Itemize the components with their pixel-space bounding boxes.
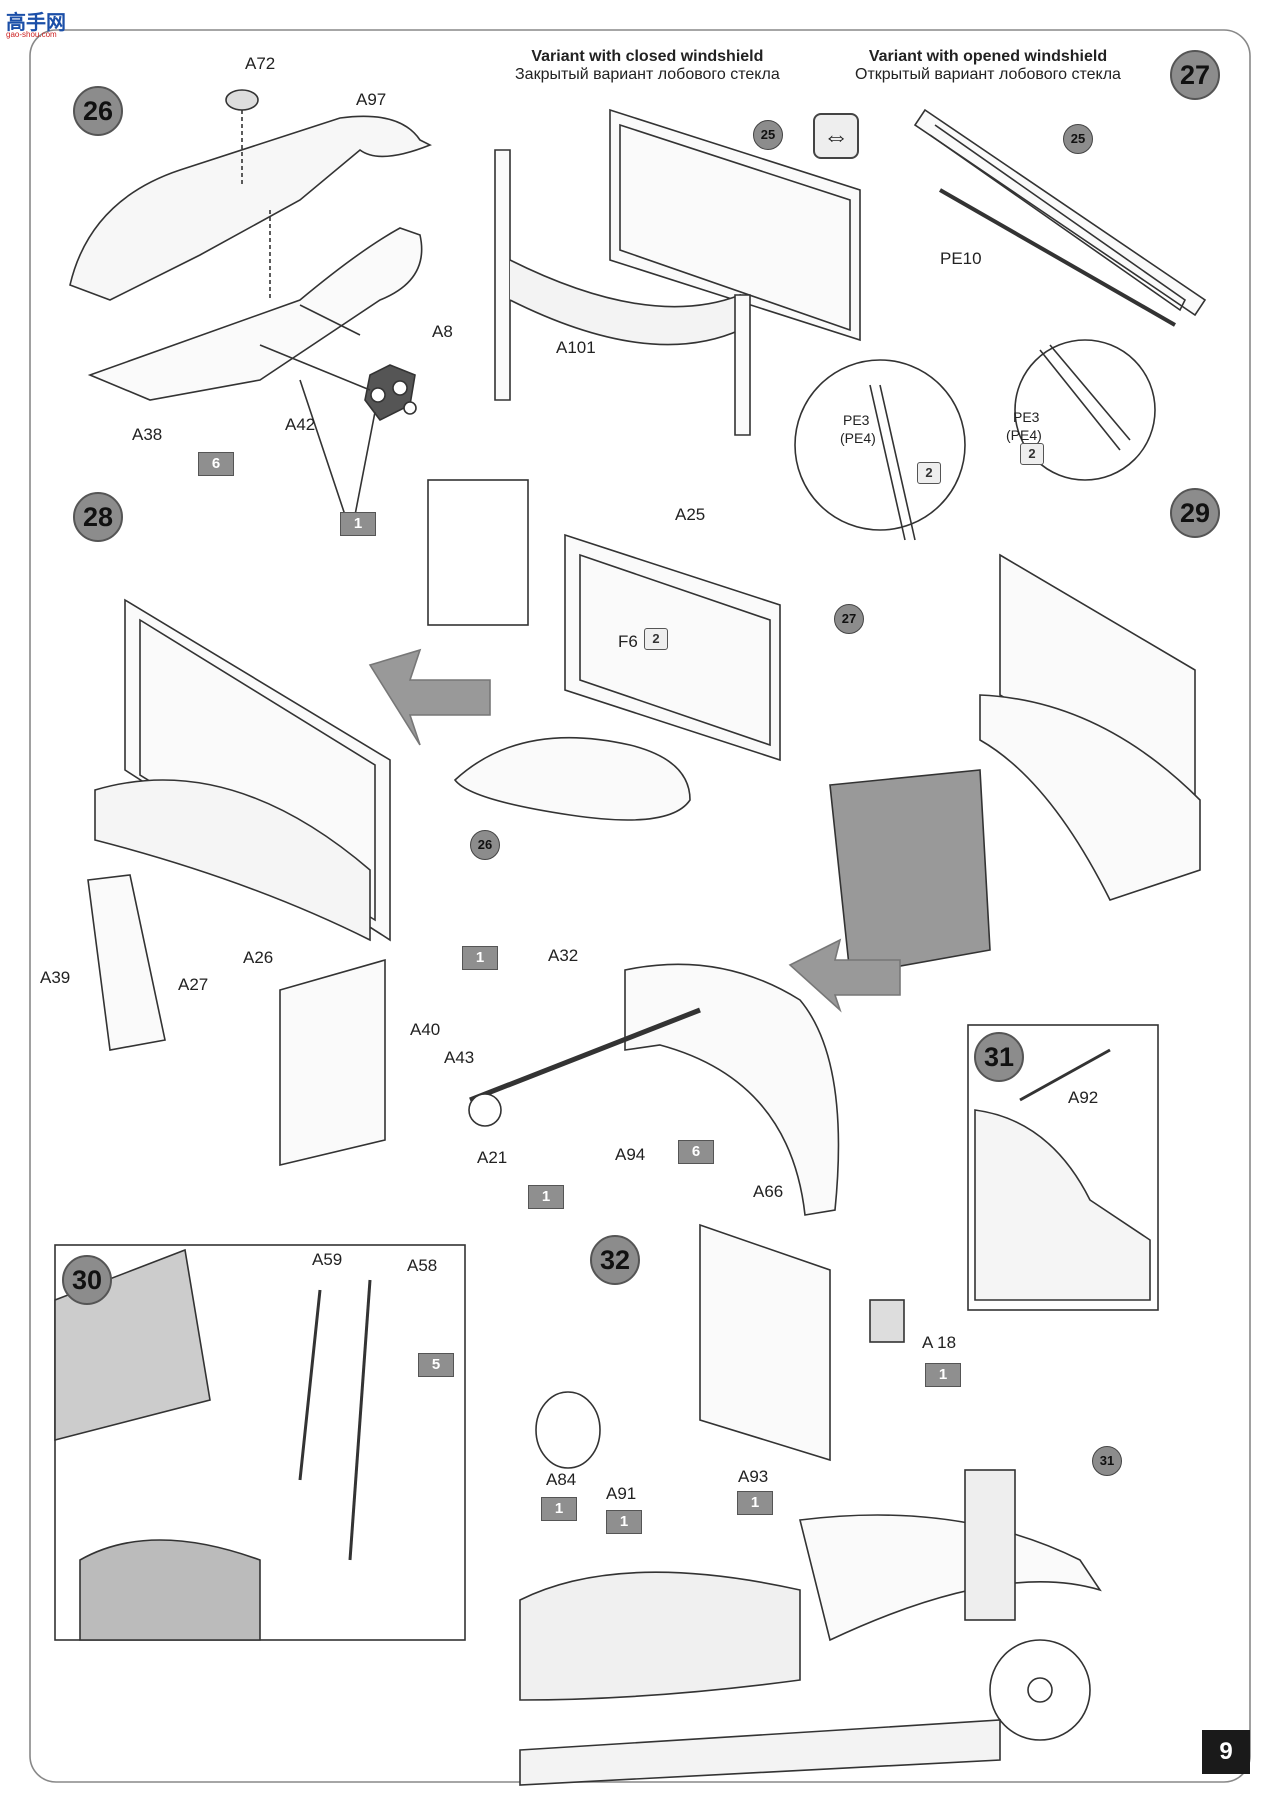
part-A8: A8 xyxy=(432,322,453,341)
part-A39: A39 xyxy=(40,968,71,987)
step26-drawing xyxy=(69,89,432,516)
part-A25: A25 xyxy=(675,505,706,524)
ref-25-closed: 25 xyxy=(753,120,783,150)
part-A91: A91 xyxy=(606,1484,637,1503)
paint-1-a93: 1 xyxy=(737,1491,773,1515)
part-A26: A26 xyxy=(243,948,274,967)
part-F6: F6 xyxy=(618,632,638,651)
variant-closed-ru: Закрытый вариант лобового стекла xyxy=(515,66,780,83)
part-A93: A93 xyxy=(738,1467,769,1486)
paint-1-step26: 1 xyxy=(340,512,376,536)
firewall-drawing xyxy=(468,963,840,1216)
part-A43: A43 xyxy=(444,1048,475,1067)
step32-drawing xyxy=(519,1223,1102,1786)
part-A58: A58 xyxy=(407,1256,438,1275)
part-A42: A42 xyxy=(285,415,316,434)
paint-1-a43: 1 xyxy=(462,946,498,970)
part-A72: A72 xyxy=(245,54,276,73)
part-A18: A 18 xyxy=(922,1333,957,1352)
part-A92: A92 xyxy=(1068,1088,1099,1107)
variant-opened-en: Variant with opened windshield xyxy=(868,48,1108,65)
page-number: 9 xyxy=(1202,1730,1250,1774)
part-A101: A101 xyxy=(556,338,596,357)
step29-drawing xyxy=(788,553,1201,1013)
step-29: 29 xyxy=(1170,488,1220,538)
part-A21: A21 xyxy=(477,1148,508,1167)
variant-closed-en: Variant with closed windshield xyxy=(531,48,764,65)
step28-center-drawing xyxy=(368,479,781,821)
part-A59: A59 xyxy=(312,1250,343,1269)
page-frame xyxy=(29,29,1251,1783)
step-30: 30 xyxy=(62,1255,112,1305)
part-A27: A27 xyxy=(178,975,209,994)
part-A97: A97 xyxy=(356,90,387,109)
paint-5: 5 xyxy=(418,1353,454,1377)
part-A94: A94 xyxy=(615,1145,646,1164)
part-A40: A40 xyxy=(410,1020,441,1039)
part-PE10: PE10 xyxy=(940,249,982,268)
detail-circle-opened xyxy=(1014,339,1156,481)
ref-26: 26 xyxy=(470,830,500,860)
variant-closed-header: Variant with closed windshield Закрытый … xyxy=(515,48,780,84)
part-PE3-closed: PE3 xyxy=(843,412,870,428)
part-A32: A32 xyxy=(548,946,579,965)
part-A84: A84 xyxy=(546,1470,577,1489)
variant-opened-header: Variant with opened windshield Открытый … xyxy=(855,48,1121,84)
variant-opened-ru: Открытый вариант лобового стекла xyxy=(855,66,1121,83)
step27-closed-drawing xyxy=(494,108,861,436)
part-PE4-closed: (PE4) xyxy=(840,430,876,446)
part-A38: A38 xyxy=(132,425,163,444)
step-27: 27 xyxy=(1170,50,1220,100)
detail-circle-closed xyxy=(794,359,966,531)
watermark-url: gao-shou.com xyxy=(6,30,57,39)
paint-1-a84: 1 xyxy=(541,1497,577,1521)
step-31: 31 xyxy=(974,1032,1024,1082)
part-PE3-opened: PE3 xyxy=(1013,409,1040,425)
step-28: 28 xyxy=(73,492,123,542)
part-A66: A66 xyxy=(753,1182,784,1201)
multiplier-x2-f6: 2 xyxy=(644,628,668,650)
multiplier-x2-opened: 2 xyxy=(1020,443,1044,465)
multiplier-x2-closed: 2 xyxy=(917,462,941,484)
watermark-logo: 高手网 xyxy=(6,12,66,34)
step-32: 32 xyxy=(590,1235,640,1285)
paint-1-a18: 1 xyxy=(925,1363,961,1387)
step28-left-drawing xyxy=(87,598,391,1167)
ref-25-opened: 25 xyxy=(1063,124,1093,154)
ref-31: 31 xyxy=(1092,1446,1122,1476)
paint-6-firewall: 6 xyxy=(678,1140,714,1164)
part-PE4-opened: (PE4) xyxy=(1006,427,1042,443)
step-26: 26 xyxy=(73,86,123,136)
step27-opened-drawing xyxy=(913,108,1207,327)
paint-1-a21: 1 xyxy=(528,1185,564,1209)
ref-27: 27 xyxy=(834,604,864,634)
variant-choice-icon: ⇔ xyxy=(813,113,859,159)
paint-1-a91: 1 xyxy=(606,1510,642,1534)
paint-6-step26: 6 xyxy=(198,452,234,476)
